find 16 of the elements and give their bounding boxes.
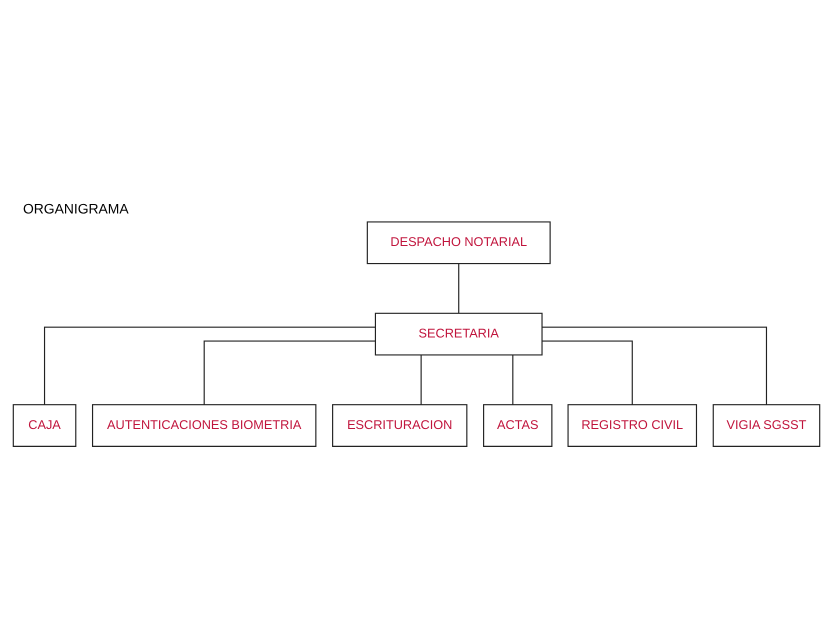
- connector: [204, 340, 376, 404]
- node-box: SECRETARIA: [374, 312, 543, 356]
- connector: [512, 354, 514, 404]
- node-box: CAJA: [12, 404, 76, 446]
- connector: [542, 340, 633, 404]
- node-box: ESCRITURACION: [332, 404, 468, 446]
- node-box: DESPACHO NOTARIAL: [366, 220, 551, 264]
- node-box: AUTENTICACIONES BIOMETRIA: [92, 404, 316, 446]
- node-box: ACTAS: [483, 404, 552, 446]
- connector: [542, 326, 768, 404]
- connector: [458, 263, 460, 313]
- node-box: REGISTRO CIVIL: [567, 404, 698, 446]
- node-box: VIGIA SGSST: [712, 404, 820, 446]
- diagram-title: ORGANIGRAMA: [22, 200, 129, 216]
- connector: [44, 326, 376, 404]
- connector: [420, 354, 422, 404]
